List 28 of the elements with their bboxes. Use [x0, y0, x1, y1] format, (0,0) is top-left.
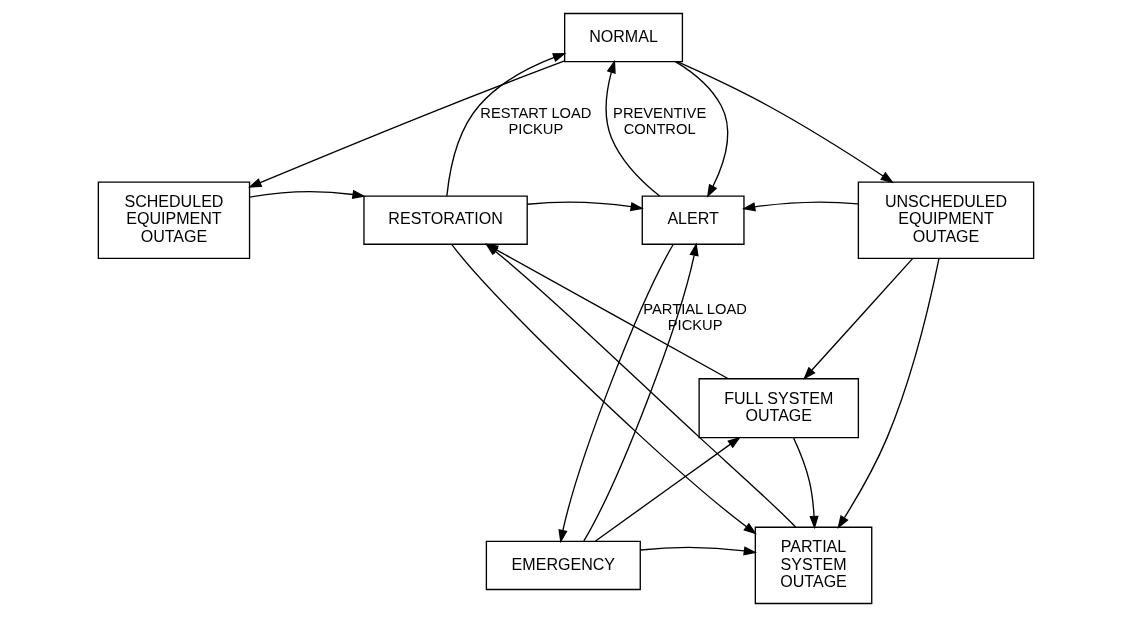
- arrow: [639, 546, 757, 556]
- arrow: [792, 437, 819, 530]
- node-box: SCHEDULED EQUIPMENT OUTAGE: [97, 181, 250, 259]
- node-box: NORMAL: [563, 12, 683, 63]
- node-box: ALERT: [641, 195, 745, 245]
- arrow: [741, 201, 859, 212]
- arrow: [484, 243, 796, 528]
- arrow: [605, 59, 660, 197]
- edge-label: RESTART LOAD PICKUP: [479, 104, 591, 137]
- arrow: [836, 257, 940, 529]
- arrow: [484, 243, 728, 380]
- edge-label: PREVENTIVE CONTROL: [612, 104, 706, 137]
- arrow: [676, 61, 894, 184]
- arrow: [802, 257, 913, 380]
- node-box: UNSCHEDULED EQUIPMENT OUTAGE: [857, 181, 1034, 259]
- arrow: [526, 201, 644, 212]
- node-box: RESTORATION: [362, 195, 528, 245]
- arrow: [674, 60, 728, 198]
- arrow: [248, 189, 366, 200]
- node-box: FULL SYSTEM OUTAGE: [697, 378, 859, 439]
- arrow: [582, 242, 699, 542]
- arrow: [557, 243, 674, 544]
- arrow: [445, 53, 566, 197]
- arrow: [247, 60, 565, 188]
- arrow: [450, 243, 757, 535]
- node-box: EMERGENCY: [485, 540, 641, 591]
- arrow: [594, 436, 741, 542]
- node-box: PARTIAL SYSTEM OUTAGE: [754, 526, 872, 605]
